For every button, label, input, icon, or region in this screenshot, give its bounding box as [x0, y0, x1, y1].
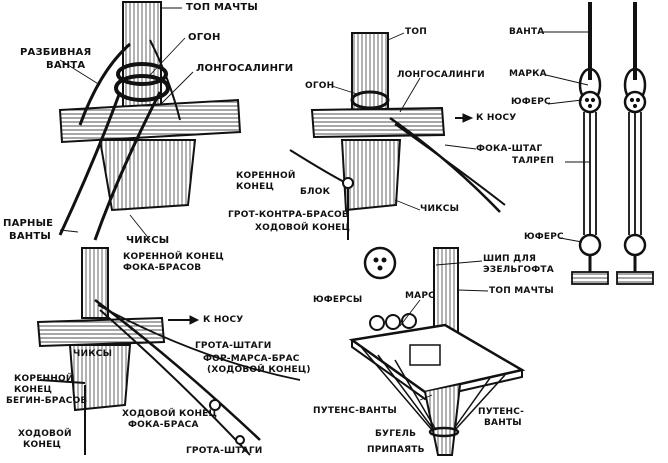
fig5-label-top-platform: МАРС — [405, 291, 435, 301]
fig3-lanyard-right — [628, 112, 642, 235]
fig3-deadeye-lower-left — [578, 233, 602, 257]
fig1-pair-shroud-a — [58, 91, 122, 236]
fig2-label-brace: ГРОТ-КОНТРА-БРАСОВ — [228, 210, 349, 220]
fig4-label-root-end-1: КОРЕННОЙ — [14, 374, 74, 384]
fig2-label-trestle: ЛОНГОСАЛИНГИ — [397, 70, 485, 80]
fig3-deadeye-lower-right — [623, 233, 647, 257]
fig1-label-cheeks: ЧИКСЫ — [126, 235, 170, 246]
fig1-cheeks — [98, 139, 197, 212]
fig2-label-top: ТОП — [405, 27, 427, 37]
fig2-label-standing-1: КОРЕННОЙ — [236, 171, 296, 181]
fig2-label-cheeks: ЧИКСЫ — [420, 204, 460, 214]
fig4-label-fore-topsail-brace-2: (ХОДОВОЙ КОНЕЦ) — [207, 365, 311, 375]
fig4-label-to-bow: К НОСУ — [203, 315, 244, 325]
fig2-cheeks — [340, 139, 402, 212]
fig5-futtock-left — [361, 347, 437, 431]
fig5-label-mast-top: ТОП МАЧТЫ — [489, 286, 554, 296]
fig3-label-shroud: ВАНТА — [509, 27, 545, 37]
fig1-label-top: ТОП МАЧТЫ — [186, 2, 258, 13]
leader-lines — [59, 7, 590, 401]
fig4-label-fore-topsail-brace-1: ФОР-МАРСА-БРАС — [203, 354, 300, 364]
fig5-label-futtock-left: ПУТЕНС-ВАНТЫ — [313, 406, 397, 416]
fig3-deadeye-upper-right — [623, 90, 647, 114]
fig1-label-shroud-break-1: РАЗБИВНАЯ — [20, 47, 92, 58]
fig2-label-forestay: ФОКА-ШТАГ — [476, 144, 543, 154]
fig3-label-lanyard: ТАЛРЕП — [512, 156, 555, 166]
fig5-label-sheave-1: ШИП ДЛЯ — [483, 254, 537, 264]
fig3-chainplate-right — [616, 271, 654, 285]
fig2-label-block: БЛОК — [300, 187, 331, 197]
fig5-label-futtock-right-1: ПУТЕНС- — [478, 407, 525, 417]
fig2-label-to-bow: К НОСУ — [476, 113, 517, 123]
fig2-block — [342, 177, 354, 189]
fig5-deadeye-1 — [369, 315, 385, 331]
fig3-deadeye-upper-left — [578, 90, 602, 114]
fig4-label-standing-end-2: ФОКА-БРАСОВ — [123, 263, 202, 273]
fig3-chainplate-left — [571, 271, 609, 285]
fig1-label-shroud-break-2: ВАНТА — [46, 60, 86, 71]
fig3-label-deadeye-2: ЮФЕРС — [524, 232, 564, 242]
fig5-label-deadeyes: ЮФЕРСЫ — [313, 295, 363, 305]
fig5-label-band: БУГЕЛЬ — [375, 429, 417, 439]
fig4-label-main-stay: ГРОТА-ШТАГИ — [195, 341, 272, 351]
fig4-drawing — [36, 247, 301, 456]
fig5-drawing — [348, 246, 526, 456]
fig1-label-pair-2: ВАНТЫ — [9, 231, 51, 242]
fig3-drawing — [571, 2, 654, 285]
fig1-drawing — [58, 1, 242, 241]
fig5-deadeye-large — [363, 246, 397, 280]
fig1-label-eye: ОГОН — [188, 32, 221, 43]
fig4-label-fore-brace-running-2: ФОКА-БРАСА — [128, 420, 199, 430]
fig5-label-sheave-2: ЭЗЕЛЬГОФТА — [483, 265, 554, 275]
fig2-label-running-end: ХОДОВОЙ КОНЕЦ — [255, 223, 351, 233]
fig1-pair-shroud-b — [93, 91, 162, 241]
fig3-label-seizing: МАРКА — [509, 69, 547, 79]
fig1-label-trestle: ЛОНГОСАЛИНГИ — [196, 63, 294, 74]
fig4-label-cheeks: ЧИКСЫ — [73, 349, 113, 359]
fig4-label-main-stay-2: ГРОТА-ШТАГИ — [186, 446, 263, 456]
fig5-futtock-right — [452, 374, 506, 431]
fig4-label-root-end-3: БЕГИН-БРАСОВ — [6, 396, 88, 406]
fig1-mast — [122, 1, 162, 113]
fig4-label-standing-end-1: КОРЕННОЙ КОНЕЦ — [123, 252, 224, 262]
fig1-label-pair-1: ПАРНЫЕ — [3, 218, 54, 229]
fig3-label-deadeye: ЮФЕРС — [511, 97, 551, 107]
fig2-label-eye: ОГОН — [305, 81, 335, 91]
fig2-trestle — [310, 106, 446, 139]
fig5-label-weld: ПРИПАЯТЬ — [367, 445, 425, 455]
fig3-lanyard-left — [583, 112, 597, 235]
fig2-label-standing-2: КОНЕЦ — [236, 182, 275, 192]
fig5-deadeye-2 — [385, 314, 401, 330]
fig4-label-fore-brace-running-1: ХОДОВОЙ КОНЕЦ — [122, 409, 218, 419]
fig4-label-running-1: ХОДОВОЙ — [18, 429, 72, 439]
fig2-mast — [351, 32, 389, 114]
fig1-eye — [114, 74, 170, 102]
fig4-label-running-2: КОНЕЦ — [23, 440, 62, 450]
fig2-brace — [289, 149, 351, 186]
fig5-label-futtock-right-2: ВАНТЫ — [484, 418, 522, 428]
fig2-drawing — [289, 32, 506, 240]
fig4-trestle — [36, 316, 166, 348]
fig4-label-root-end-2: КОНЕЦ — [14, 385, 53, 395]
